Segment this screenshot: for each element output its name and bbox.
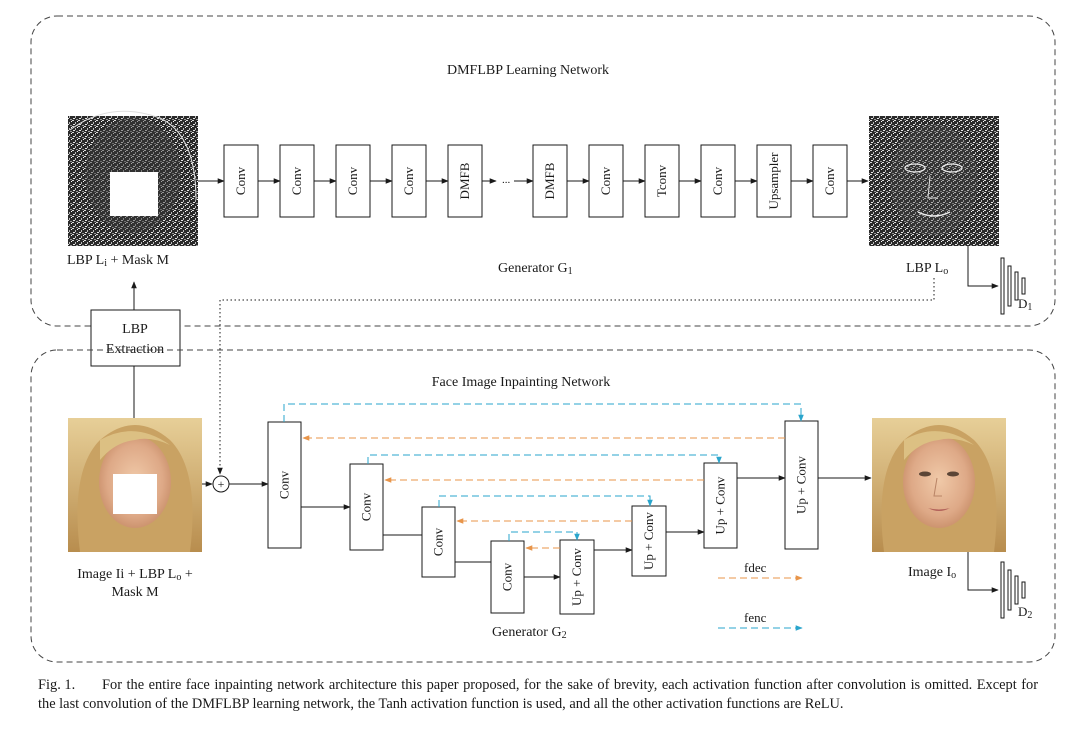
plus-symbol: + <box>218 477 225 491</box>
top-block-10: Upsampler <box>756 144 792 218</box>
lbp-input-image <box>68 110 198 246</box>
encoder-conv-1: Conv <box>267 421 302 549</box>
legend-fenc-label: fenc <box>744 610 767 625</box>
lbp-output-image <box>869 116 999 246</box>
top-block-3: Conv <box>335 144 371 218</box>
top-block-10-label: Upsampler <box>766 152 781 210</box>
generator-g2-label: Generator G2 <box>492 625 567 641</box>
discriminator-d1-label: D1 <box>1018 296 1032 313</box>
generator-g1-label: Generator G1 <box>498 261 573 277</box>
discriminator-d2-icon <box>1000 561 1026 619</box>
encoder-conv-3: Conv <box>421 506 456 578</box>
caption-text: For the entire face inpainting network a… <box>38 677 1038 712</box>
skip-legend: fdec fenc <box>718 560 803 631</box>
encoder-conv-1-label: Conv <box>277 470 292 499</box>
lbp-input-label: LBP Li + Mask M <box>67 253 170 269</box>
decoder-upconv-4-label: Up + Conv <box>794 456 809 514</box>
masked-face-image <box>68 418 202 552</box>
decoder-upconv-1-label: Up + Conv <box>569 548 584 606</box>
top-block-9-label: Conv <box>710 166 725 195</box>
legend-fdec-label: fdec <box>744 560 767 575</box>
caption-fig-number: Fig. 1. <box>38 677 76 693</box>
lbp-output-label: LBP Lo <box>906 261 948 277</box>
top-block-6: DMFB <box>532 144 568 218</box>
top-block-1: Conv <box>223 144 259 218</box>
top-block-5-label: DMFB <box>457 162 472 199</box>
top-block-2: Conv <box>279 144 315 218</box>
encoder-conv-2-label: Conv <box>359 492 374 521</box>
lbp-extraction-box <box>90 309 181 367</box>
decoder-upconv-2: Up + Conv <box>631 505 667 577</box>
encoder-conv-4-label: Conv <box>500 562 515 591</box>
discriminator-d2-label: D2 <box>1018 604 1032 621</box>
top-block-chain: Conv Conv Conv Conv DMFB DMFB Conv Tconv Conv Ups… <box>223 144 848 218</box>
top-block-8: Tconv <box>644 144 680 218</box>
discriminator-d1-icon <box>1000 257 1026 315</box>
decoder-upconv-3: Up + Conv <box>703 462 738 549</box>
top-block-11: Conv <box>812 144 848 218</box>
decoder-upconv-3-label: Up + Conv <box>713 476 728 534</box>
lbp-extraction-line2: Extraction <box>106 342 164 357</box>
dmflbp-panel-border <box>30 15 1056 327</box>
lbp-extraction-line1: LBP <box>122 322 148 337</box>
architecture-diagram: DMFLBP Learning Network LBP Li + Mask M … <box>30 15 1056 663</box>
top-block-2-label: Conv <box>289 166 304 195</box>
inpainted-face-image <box>872 418 1006 552</box>
top-block-4-label: Conv <box>401 166 416 195</box>
figure-caption: Fig. 1.For the entire face inpainting ne… <box>38 676 1038 714</box>
encoder-conv-3-label: Conv <box>431 527 446 556</box>
decoder-upconv-4: Up + Conv <box>784 420 819 550</box>
top-block-5: DMFB <box>447 144 483 218</box>
top-block-7-label: Conv <box>598 166 613 195</box>
top-block-7: Conv <box>588 144 624 218</box>
top-block-4: Conv <box>391 144 427 218</box>
inpainting-title: Face Image Inpainting Network <box>432 375 610 390</box>
top-block-8-label: Tconv <box>654 164 669 197</box>
bottom-input-label-line2: Mask M <box>111 585 159 600</box>
encoder-conv-4: Conv <box>490 540 525 614</box>
bottom-output-label: Image Io <box>908 565 956 581</box>
decoder-upconv-1: Up + Conv <box>559 539 595 615</box>
top-block-9: Conv <box>700 144 736 218</box>
dmflbp-title: DMFLBP Learning Network <box>447 63 609 78</box>
encoder-conv-2: Conv <box>349 463 384 551</box>
top-block-6-label: DMFB <box>542 162 557 199</box>
bottom-input-label-line1: Image Ii + LBP Lo + <box>77 567 193 583</box>
top-block-11-label: Conv <box>822 166 837 195</box>
top-block-3-label: Conv <box>345 166 360 195</box>
decoder-upconv-2-label: Up + Conv <box>641 512 656 570</box>
inpainting-panel-border <box>30 349 1056 663</box>
top-block-1-label: Conv <box>233 166 248 195</box>
top-ellipsis: ... <box>502 174 511 186</box>
